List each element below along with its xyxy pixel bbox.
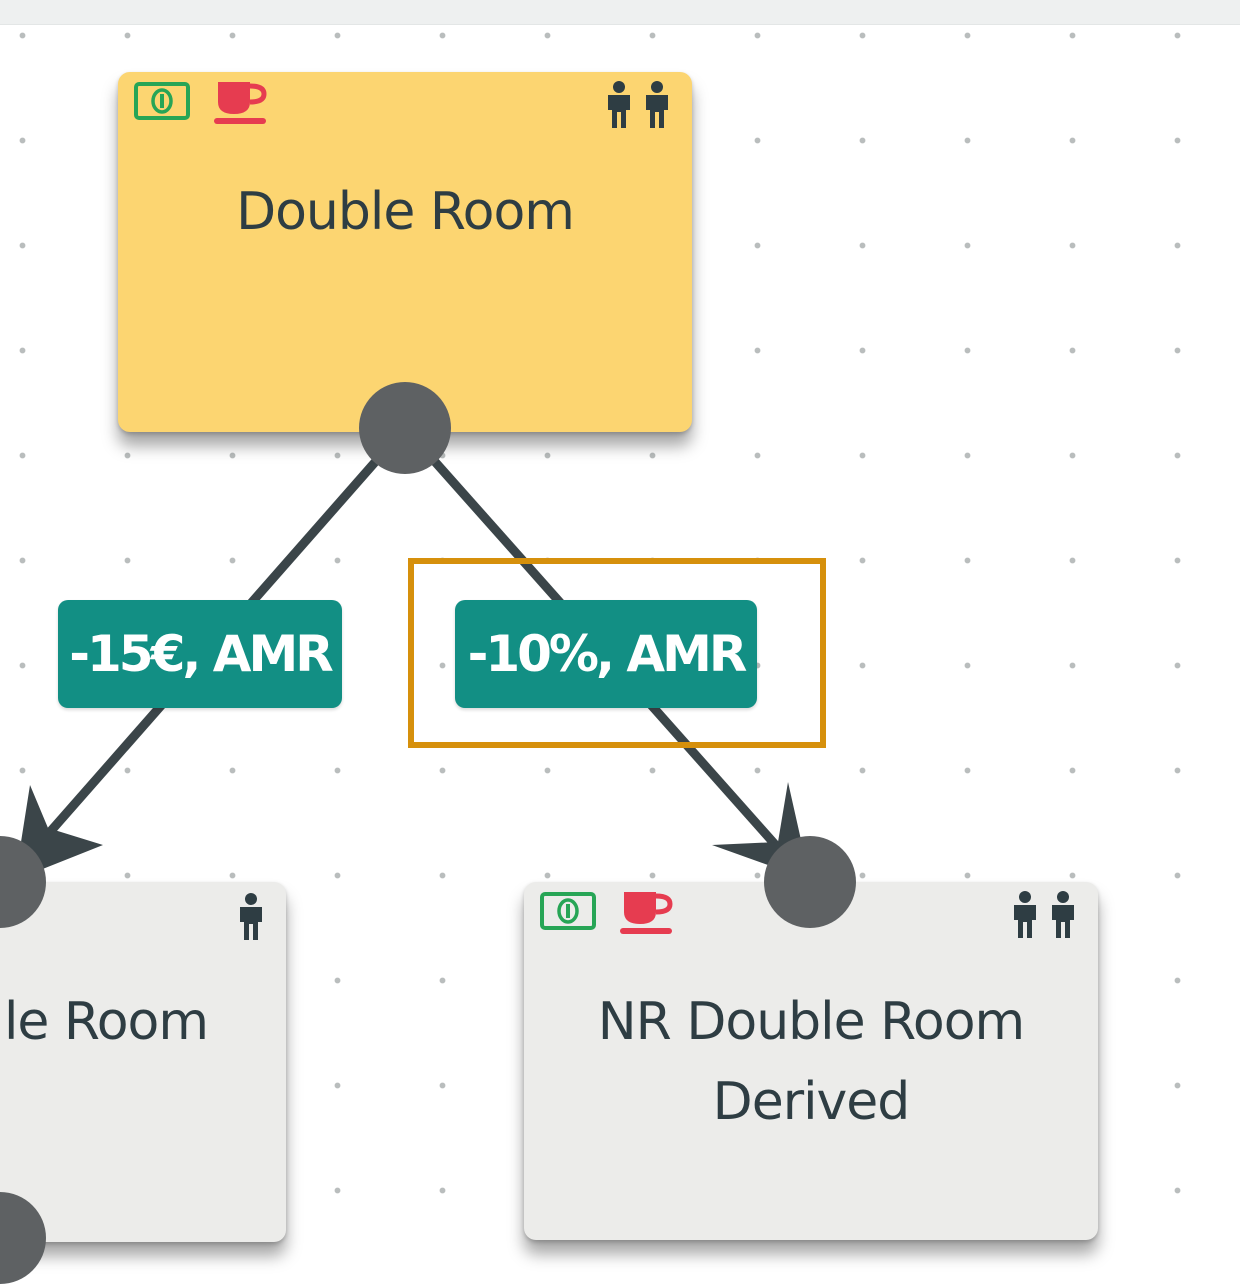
rate-node-nr-double-room-derived[interactable]: NR Double Room Derived [524, 882, 1098, 1240]
node-title-line-2: Derived [712, 1072, 911, 1132]
two-persons-icon [602, 80, 674, 134]
node-title: Double Room [236, 182, 575, 242]
edge-selection-highlight [408, 558, 826, 748]
two-persons-icon [1008, 890, 1080, 944]
breakfast-cup-icon [620, 890, 676, 940]
money-icon [134, 82, 190, 124]
input-port-nr-double-room-derived[interactable] [764, 836, 856, 928]
node-title-line-1: NR Double Room [597, 992, 1025, 1052]
top-bar [0, 0, 1240, 25]
edge-label-left[interactable]: -15€, AMR [58, 600, 342, 708]
one-person-icon [234, 892, 268, 946]
rate-node-left-child[interactable]: le Room [0, 882, 286, 1242]
breakfast-cup-icon [214, 80, 270, 130]
output-port-double-room[interactable] [359, 382, 451, 474]
rate-node-double-room[interactable]: Double Room [118, 72, 692, 432]
money-icon [540, 892, 596, 934]
node-title: le Room [3, 992, 209, 1052]
edge-label-right[interactable]: -10%, AMR [455, 600, 757, 708]
